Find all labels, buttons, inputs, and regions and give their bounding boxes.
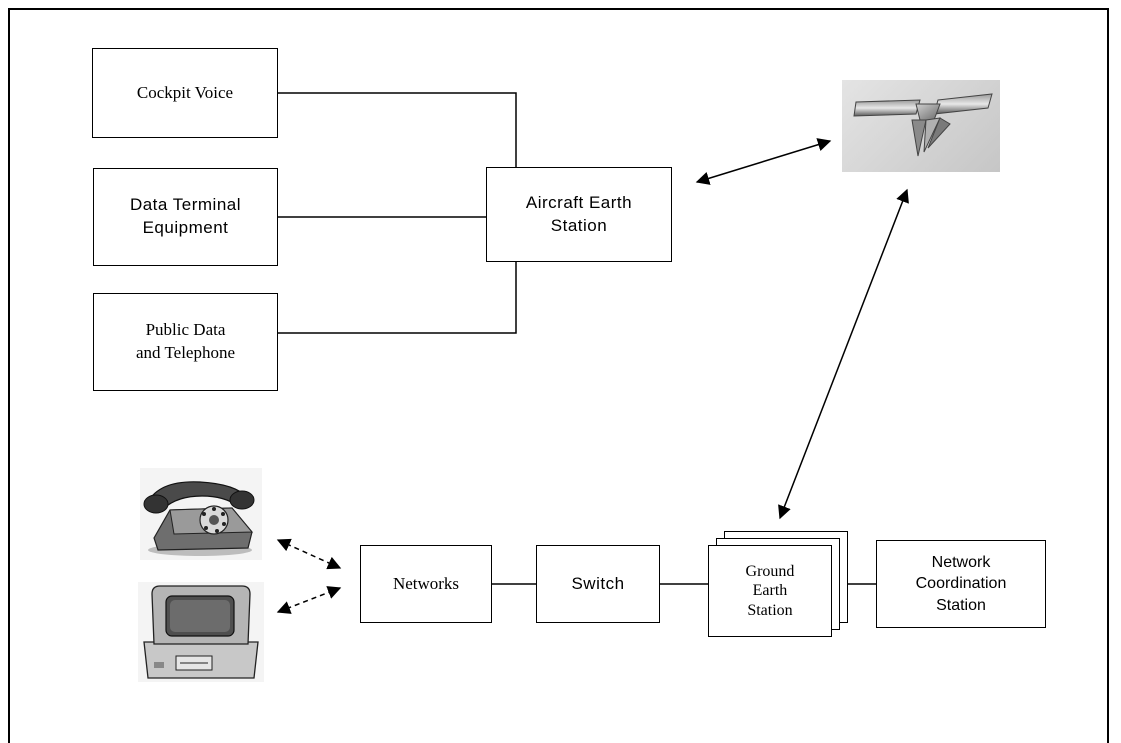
- arrow-phone-networks: [276, 538, 342, 570]
- data-terminal-equipment-box: Data Terminal Equipment: [93, 168, 278, 266]
- network-coordination-station-box: Network Coordination Station: [876, 540, 1046, 628]
- computer-terminal-icon: [138, 582, 264, 682]
- aircraft-earth-station-box: Aircraft Earth Station: [486, 167, 672, 262]
- public-data-telephone-box: Public Data and Telephone: [93, 293, 278, 391]
- networks-box: Networks: [360, 545, 492, 623]
- line-cockpit-to-aes: [278, 92, 517, 167]
- arrow-aes-satellite: [695, 138, 832, 185]
- arrow-satellite-ges: [778, 188, 909, 520]
- satellite-icon: [842, 80, 1000, 172]
- switch-box: Switch: [536, 545, 660, 623]
- diagram-frame: [8, 8, 1109, 743]
- cockpit-voice-box: Cockpit Voice: [92, 48, 278, 138]
- arrow-computer-networks: [276, 586, 342, 614]
- telephone-icon: [140, 468, 262, 560]
- line-public-to-aes: [278, 262, 517, 334]
- ground-earth-station-box: Ground Earth Station: [708, 545, 832, 637]
